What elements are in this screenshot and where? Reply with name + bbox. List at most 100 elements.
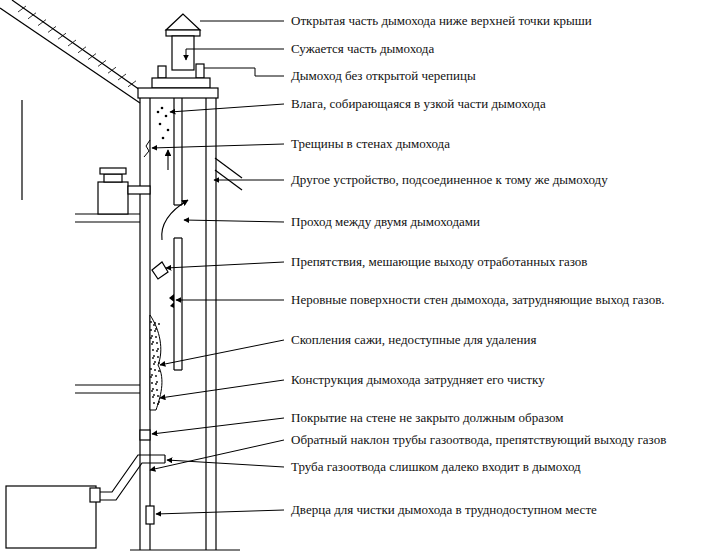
soot-dots xyxy=(155,375,157,377)
rough-wall xyxy=(169,294,174,308)
leader-lines xyxy=(214,180,284,181)
moisture-drops xyxy=(162,137,165,140)
soot-dots xyxy=(153,355,155,357)
soot-dots xyxy=(158,323,160,325)
soot-dots xyxy=(151,382,153,384)
flue-pipe xyxy=(100,430,165,500)
leader-lines xyxy=(204,68,284,76)
soot-dots xyxy=(158,370,160,372)
roof-shingles xyxy=(98,60,106,66)
leader-lines xyxy=(156,510,284,514)
obstruction xyxy=(152,262,168,279)
callout-label: Препятствия, мешающие выходу отработанны… xyxy=(290,254,589,270)
soot-dots xyxy=(153,324,155,326)
leader-lines xyxy=(152,418,284,434)
leader-lines xyxy=(200,21,284,22)
chimney-walls xyxy=(181,238,182,370)
callout-label: Трещины в стенах дымохода xyxy=(290,136,451,152)
roof-shingles xyxy=(108,67,116,73)
leader-lines xyxy=(167,460,284,467)
soot-dots xyxy=(150,368,152,370)
soot-dots xyxy=(152,349,154,351)
soot-dots xyxy=(153,363,155,365)
moisture-drops xyxy=(157,111,160,114)
floors xyxy=(75,392,140,393)
roof-shingles xyxy=(78,47,86,53)
moisture-drops xyxy=(167,129,170,132)
chimney-cap xyxy=(166,14,200,30)
roof-shingles xyxy=(128,81,136,87)
chimney-cap xyxy=(152,78,210,88)
soot-dots xyxy=(157,403,159,405)
soot-dots xyxy=(150,321,160,405)
soot-dots xyxy=(150,337,152,339)
soot-dots xyxy=(157,395,159,397)
soot-dots xyxy=(156,389,158,391)
leader-lines xyxy=(160,340,284,365)
callout-label: Обратный наклон трубы газоотвода, препят… xyxy=(290,432,667,448)
leader-lines xyxy=(150,440,284,470)
soot xyxy=(150,315,162,410)
chimney-cap xyxy=(138,14,218,98)
soot-dots xyxy=(152,388,154,390)
callout-label: Дымоход без открытой черепицы xyxy=(290,68,477,84)
soot-dots xyxy=(151,390,153,392)
callout-label: Покрытие на стене не закрыто должным обр… xyxy=(290,410,564,426)
furnace xyxy=(6,486,100,548)
flue-pipe xyxy=(100,455,165,492)
furnace xyxy=(90,488,100,502)
soot-dots xyxy=(155,336,157,338)
chimney-walls xyxy=(174,237,182,238)
soot-dots xyxy=(155,328,157,330)
crack xyxy=(144,140,150,157)
callout-label: Влага, собирающаяся в узкой части дымохо… xyxy=(290,96,547,112)
roof-shingles xyxy=(18,6,26,12)
soot-dots xyxy=(151,343,153,345)
crack xyxy=(144,140,150,157)
callout-label: Проход между двумя дымоходами xyxy=(290,214,481,230)
flue-pipe xyxy=(140,430,150,440)
soot-dots xyxy=(150,329,152,331)
soot-dots xyxy=(151,374,153,376)
soot-dots xyxy=(154,369,156,371)
callout-label: Неровные поверхности стен дымохода, затр… xyxy=(290,292,666,308)
roof-shingles xyxy=(28,13,36,19)
roof-shingles xyxy=(88,54,96,60)
moisture-drops xyxy=(157,107,170,140)
leader-lines xyxy=(170,104,284,112)
other-device xyxy=(104,174,122,182)
soot-dots xyxy=(152,396,154,398)
soot-dots xyxy=(153,394,155,396)
floors xyxy=(75,221,140,222)
soot-dots xyxy=(158,362,160,364)
chimney-cap xyxy=(166,30,200,36)
soot xyxy=(150,315,162,410)
soot-dots xyxy=(156,350,158,352)
soot-dots xyxy=(157,356,159,358)
chimney-walls xyxy=(174,369,182,370)
soot-dots xyxy=(152,357,154,359)
soot-dots xyxy=(154,330,156,332)
callout-label: Конструкция дымохода затрудняет его чист… xyxy=(290,372,546,388)
other-device xyxy=(98,168,150,214)
leader-lines xyxy=(152,144,284,148)
roof-shingles xyxy=(18,6,136,87)
soot-dots xyxy=(157,348,159,350)
chimney-walls xyxy=(215,98,216,550)
chimney-walls xyxy=(181,98,182,205)
callout-label: Сужается часть дымохода xyxy=(290,41,435,57)
chimney-cap xyxy=(138,88,218,98)
callout-label: Дверца для чистки дымохода в труднодосту… xyxy=(290,502,598,518)
chimney-walls xyxy=(173,98,174,205)
soot-dots xyxy=(154,322,156,324)
leader-lines xyxy=(176,300,284,301)
callout-label: Открытая часть дымохода ниже верхней точ… xyxy=(290,13,593,29)
callout-label: Скопления сажи, недоступные для удаления xyxy=(290,332,537,348)
soot-dots xyxy=(150,321,152,323)
cleanout-door xyxy=(146,506,154,524)
other-device xyxy=(128,186,150,194)
gas-flow-arrows xyxy=(162,150,188,240)
soot-dots xyxy=(154,361,156,363)
chimney-walls xyxy=(130,549,240,550)
